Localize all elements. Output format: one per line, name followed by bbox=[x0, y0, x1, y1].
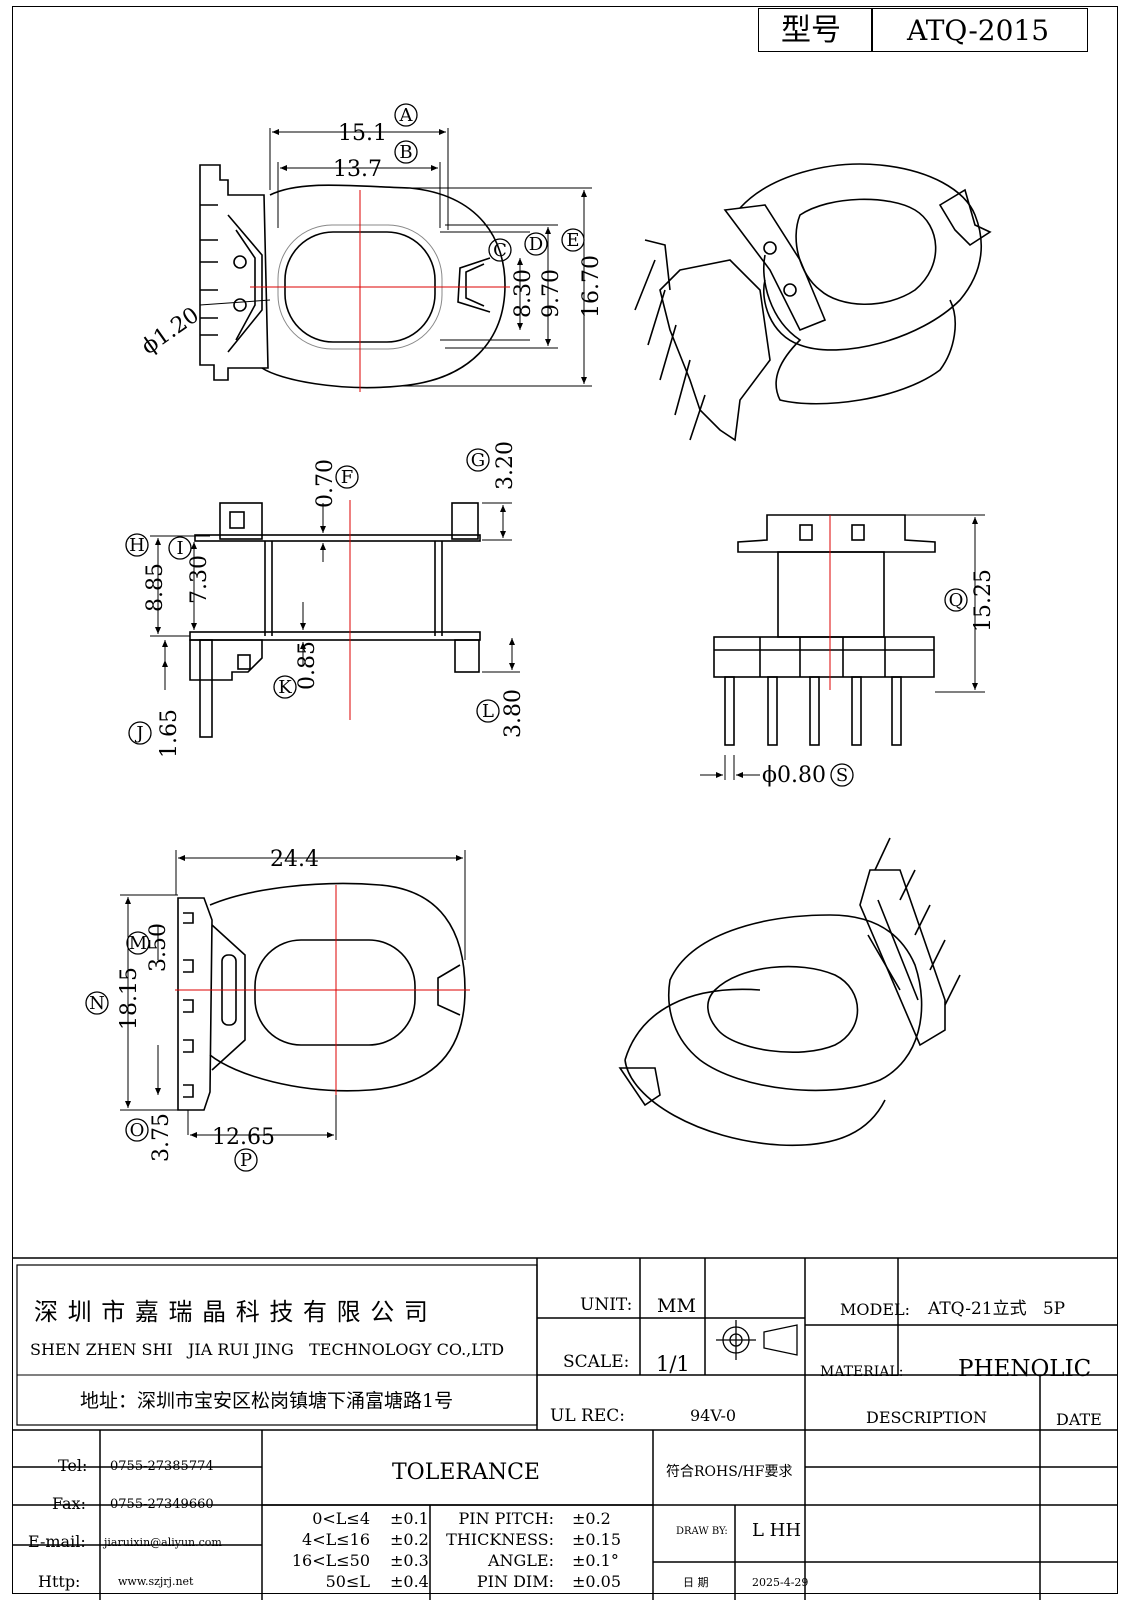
ref-D: D bbox=[529, 234, 543, 255]
ref-J: J bbox=[134, 723, 143, 744]
drawing-frame bbox=[12, 6, 1118, 1594]
model-value: ATQ-21立式 5P bbox=[928, 1299, 1066, 1319]
http-value: www.szjrj.net bbox=[118, 1575, 194, 1588]
tolerance-ranges: 0<L≤4 ±0.1 4<L≤16 ±0.2 16<L≤50 ±0.3 50≤L ±0.… bbox=[270, 1508, 430, 1592]
tol-value-3: ±0.4 bbox=[390, 1572, 429, 1591]
dim-M: 3.50 bbox=[146, 923, 171, 972]
tolerance-title: TOLERANCE bbox=[392, 1460, 540, 1485]
dim-H: 8.85 bbox=[143, 563, 168, 612]
ref-M: M bbox=[129, 933, 147, 954]
material-value: PHENOLIC bbox=[958, 1356, 1092, 1382]
ref-C: C bbox=[493, 240, 507, 261]
tol-name-3: PIN DIM: bbox=[476, 1572, 554, 1591]
model-header-box: 型号 ATQ-2015 bbox=[758, 8, 1088, 52]
tol-spec-0: ±0.2 bbox=[572, 1509, 611, 1528]
dim-D: 9.70 bbox=[539, 269, 564, 318]
tol-spec-2: ±0.1° bbox=[572, 1551, 619, 1570]
dim-B: 13.7 bbox=[333, 157, 382, 182]
date-label: DATE bbox=[1056, 1410, 1102, 1429]
ref-G: G bbox=[471, 450, 485, 471]
dim-A: 15.1 bbox=[338, 121, 387, 146]
company-name-en: SHEN ZHEN SHI JIA RUI JING TECHNOLOGY CO… bbox=[30, 1340, 505, 1359]
tel-value: 0755-27385774 bbox=[110, 1459, 214, 1474]
tol-name-0: PIN PITCH: bbox=[458, 1509, 554, 1528]
ref-A: A bbox=[399, 105, 414, 126]
isometric-view-top bbox=[634, 163, 992, 442]
drawn-by-value: L HH bbox=[752, 1520, 802, 1541]
unit-value: MM bbox=[657, 1295, 696, 1317]
side-view bbox=[189, 502, 481, 738]
bottom-view bbox=[177, 882, 466, 1111]
ref-E: E bbox=[566, 230, 579, 251]
dim-I: 7.30 bbox=[187, 555, 212, 604]
company-name-cn: 深 圳 市 嘉 瑞 晶 科 技 有 限 公 司 bbox=[34, 1298, 429, 1326]
fax-value: 0755-27349660 bbox=[110, 1497, 214, 1512]
isometric-view-bottom bbox=[618, 837, 961, 1147]
tol-range-1: 4<L≤16 bbox=[302, 1530, 370, 1549]
unit-label: UNIT: bbox=[580, 1295, 633, 1315]
dim-J: 1.65 bbox=[157, 709, 182, 758]
material-label: MATERIAL: bbox=[820, 1364, 904, 1380]
dim-P: 12.65 bbox=[212, 1125, 275, 1150]
ref-I: I bbox=[176, 538, 183, 559]
ref-Q: Q bbox=[949, 590, 964, 611]
http-label: Http: bbox=[38, 1572, 81, 1591]
ref-F: F bbox=[341, 467, 354, 488]
fax-label: Fax: bbox=[52, 1494, 86, 1513]
ref-K: K bbox=[278, 677, 292, 698]
front-view bbox=[199, 164, 506, 389]
model-label: MODEL: bbox=[840, 1300, 911, 1319]
tol-value-1: ±0.2 bbox=[390, 1530, 429, 1549]
tel-label: Tel: bbox=[58, 1456, 88, 1475]
tol-range-2: 16<L≤50 bbox=[291, 1551, 370, 1570]
tol-spec-3: ±0.05 bbox=[572, 1572, 622, 1591]
scale-label: SCALE: bbox=[563, 1352, 630, 1372]
dim-E: 16.70 bbox=[579, 255, 604, 318]
company-address: 地址：深圳市宝安区松岗镇塘下涌富塘路1号 bbox=[80, 1390, 454, 1412]
dim-K: 0.85 bbox=[295, 641, 320, 690]
dim-Q: 15.25 bbox=[971, 569, 996, 632]
model-header-value: ATQ-2015 bbox=[907, 14, 1050, 47]
ref-O: O bbox=[130, 1120, 145, 1141]
description-label: DESCRIPTION bbox=[866, 1408, 987, 1427]
dim-hole: ϕ1.20 bbox=[137, 303, 204, 360]
ul-value: 94V-0 bbox=[690, 1406, 737, 1425]
dim-O: 3.75 bbox=[149, 1113, 174, 1162]
tol-name-2: ANGLE: bbox=[487, 1551, 554, 1570]
date-value: 2025-4-29 bbox=[752, 1576, 809, 1589]
scale-value: 1/1 bbox=[656, 1352, 690, 1376]
ref-P: P bbox=[240, 1150, 252, 1171]
model-header-label: 型号 bbox=[781, 13, 841, 48]
drawn-by-label: DRAW BY: bbox=[676, 1526, 728, 1537]
dim-F: 0.70 bbox=[313, 459, 338, 508]
ref-L: L bbox=[482, 701, 494, 722]
dim-top-width: 24.4 bbox=[270, 847, 319, 872]
tol-range-3: 50≤L bbox=[325, 1572, 370, 1591]
ref-H: H bbox=[129, 535, 145, 556]
tol-value-2: ±0.3 bbox=[390, 1551, 429, 1570]
ref-N: N bbox=[89, 993, 105, 1014]
ul-label: UL REC: bbox=[550, 1406, 625, 1426]
email-value: jiaruixin@aliyun.com bbox=[104, 1536, 222, 1549]
tol-name-1: THICKNESS: bbox=[446, 1530, 554, 1549]
tol-spec-1: ±0.15 bbox=[572, 1530, 622, 1549]
tol-range-0: 0<L≤4 bbox=[312, 1509, 370, 1528]
rear-view bbox=[713, 514, 936, 746]
ref-B: B bbox=[399, 142, 412, 163]
technical-drawing: 15.1 13.7 8.30 9.70 16.70 ϕ1.20 0.70 3.2… bbox=[85, 103, 996, 1172]
date-cn-label: 日 期 bbox=[683, 1576, 709, 1589]
email-label: E-mail: bbox=[28, 1532, 86, 1551]
rohs-text: 符合ROHS/HF要求 bbox=[666, 1464, 793, 1480]
tolerance-specs: PIN PITCH: ±0.2 THICKNESS: ±0.15 ANGLE: ±0.… bbox=[436, 1508, 651, 1592]
tol-value-0: ±0.1 bbox=[390, 1509, 429, 1528]
dim-G: 3.20 bbox=[493, 441, 518, 490]
dim-C: 8.30 bbox=[511, 269, 536, 318]
dim-N: 18.15 bbox=[117, 967, 142, 1030]
dim-S: ϕ0.80 bbox=[762, 763, 826, 788]
ref-S: S bbox=[836, 765, 848, 786]
dim-L: 3.80 bbox=[501, 689, 526, 738]
